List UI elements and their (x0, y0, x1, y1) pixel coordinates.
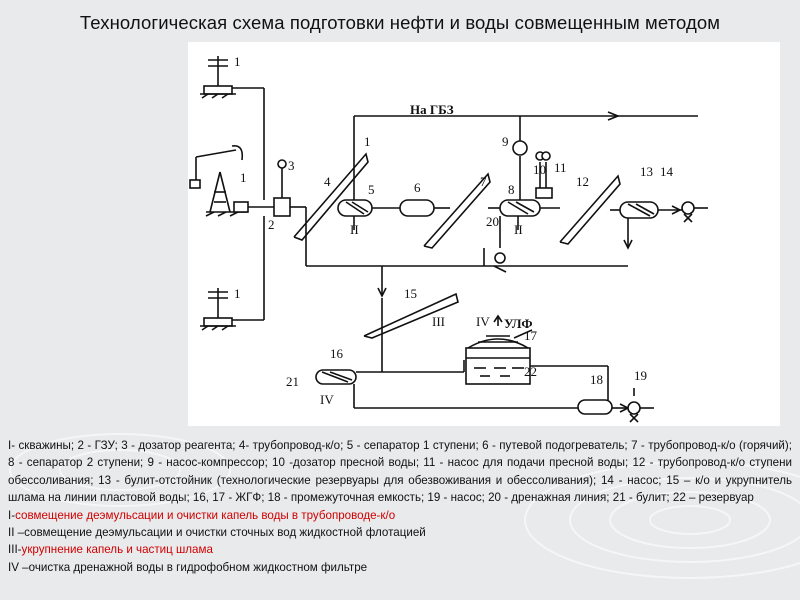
legend-item-1-text: совмещение деэмульсации и очистки капель… (15, 508, 396, 522)
reservoir-22 (465, 347, 531, 385)
label-6: 6 (414, 180, 421, 195)
flotation-17 (467, 338, 529, 349)
label-roman-3: III (432, 314, 445, 329)
label-15: 15 (404, 286, 417, 301)
label-5: 5 (368, 182, 375, 197)
label-14: 14 (660, 164, 674, 179)
label-20: 20 (486, 214, 499, 229)
pipeline-15 (363, 292, 459, 339)
label-19: 19 (634, 368, 647, 383)
label-13: 13 (640, 164, 653, 179)
legend-item-4: IV –очистка дренажной воды в гидрофобном… (8, 560, 368, 574)
label-4: 4 (324, 174, 331, 189)
label-ulf: УЛФ (504, 316, 533, 331)
scheme-drawing: 1 1 1 1 2 3 4 5 6 7 8 9 10 11 12 13 14 1… (189, 54, 708, 423)
legend-item-1-prefix: I- (8, 508, 16, 522)
label-3: 3 (288, 158, 295, 173)
legend: I- скважины; 2 - ГЗУ; 3 - дозатор реаген… (8, 437, 792, 576)
label-1b: 1 (240, 170, 247, 185)
legend-item-3-text: укрупнение капель и частиц шлама (21, 543, 213, 557)
well-bottom (200, 216, 265, 331)
pipeline-12 (559, 174, 621, 245)
label-1c: 1 (234, 286, 241, 301)
label-17: 17 (524, 328, 538, 343)
label-22: 22 (524, 364, 537, 379)
label-1d: 1 (364, 134, 371, 149)
separator-2 (499, 199, 541, 217)
legend-item-3: III-укрупнение капель и частиц шлама (8, 541, 792, 558)
label-roman-2a: II (350, 222, 359, 237)
pumpjack-well (189, 144, 274, 217)
label-to-gbz: На ГБЗ (410, 102, 454, 117)
page-title: Технологическая схема подготовки нефти и… (79, 12, 721, 33)
label-9: 9 (502, 134, 509, 149)
label-16: 16 (330, 346, 344, 361)
label-11: 11 (554, 160, 567, 175)
legend-item-2: II –совмещение деэмульсации и очистки ст… (8, 526, 426, 540)
label-roman-2b: II (514, 222, 523, 237)
legend-item-3-prefix: III- (8, 543, 22, 557)
label-roman-4b: IV (320, 392, 334, 407)
label-8: 8 (508, 182, 515, 197)
well-top (200, 56, 265, 200)
pipeline-7 (423, 172, 491, 249)
reagent-doser (277, 159, 287, 169)
label-10: 10 (533, 162, 546, 177)
label-21: 21 (286, 374, 299, 389)
legend-item-1: I-совмещение деэмульсации и очистки капе… (8, 507, 792, 524)
pump-19 (627, 401, 641, 415)
compressor-9 (512, 140, 528, 156)
label-2: 2 (268, 217, 275, 232)
label-12: 12 (576, 174, 589, 189)
label-7: 7 (480, 174, 487, 189)
legend-text: I- скважины; 2 - ГЗУ; 3 - дозатор реаген… (8, 439, 792, 505)
pump-14 (681, 201, 695, 215)
gzu (273, 197, 291, 217)
label-1a: 1 (234, 54, 241, 69)
label-roman-4a: IV (476, 314, 490, 329)
vessel-18 (577, 399, 613, 415)
process-scheme: 1 1 1 1 2 3 4 5 6 7 8 9 10 11 12 13 14 1… (188, 42, 780, 426)
label-18: 18 (590, 372, 603, 387)
heater-6 (399, 199, 435, 217)
pipeline-4 (293, 152, 369, 241)
